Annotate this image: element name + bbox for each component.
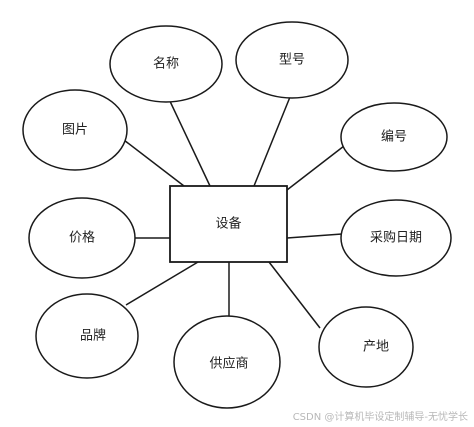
edge-image — [119, 136, 185, 187]
watermark-text: CSDN @计算机毕设定制辅导-无忧学长 — [292, 412, 468, 423]
attr-number-label: 编号 — [381, 130, 407, 145]
attr-image-label: 图片 — [62, 123, 88, 138]
attr-name-label: 名称 — [153, 56, 179, 72]
attr-origin-ellipse — [318, 306, 414, 388]
entity-box — [169, 185, 288, 263]
attr-brand-label: 品牌 — [80, 328, 106, 344]
attr-origin-label: 产地 — [363, 340, 389, 355]
edge-model — [253, 96, 291, 187]
edge-number — [286, 145, 345, 191]
edge-name — [167, 96, 211, 187]
attr-purchase-ellipse — [340, 199, 452, 277]
edge-origin — [268, 261, 321, 329]
entity-label: 设备 — [215, 216, 241, 232]
attr-number-ellipse — [340, 102, 448, 172]
attr-model-ellipse — [235, 21, 349, 99]
attr-supplier-label: 供应商 — [209, 356, 248, 372]
attr-price-ellipse — [28, 197, 136, 279]
attr-brand-ellipse — [35, 293, 139, 379]
edge-brand — [125, 261, 199, 306]
attr-purchase-label: 采购日期 — [370, 230, 422, 246]
attr-image-ellipse — [22, 89, 128, 171]
edge-purchase — [286, 233, 343, 239]
attr-model-label: 型号 — [279, 53, 305, 68]
attr-name-ellipse — [109, 25, 223, 103]
attr-supplier-ellipse — [173, 315, 281, 409]
attr-price-label: 价格 — [69, 230, 95, 246]
